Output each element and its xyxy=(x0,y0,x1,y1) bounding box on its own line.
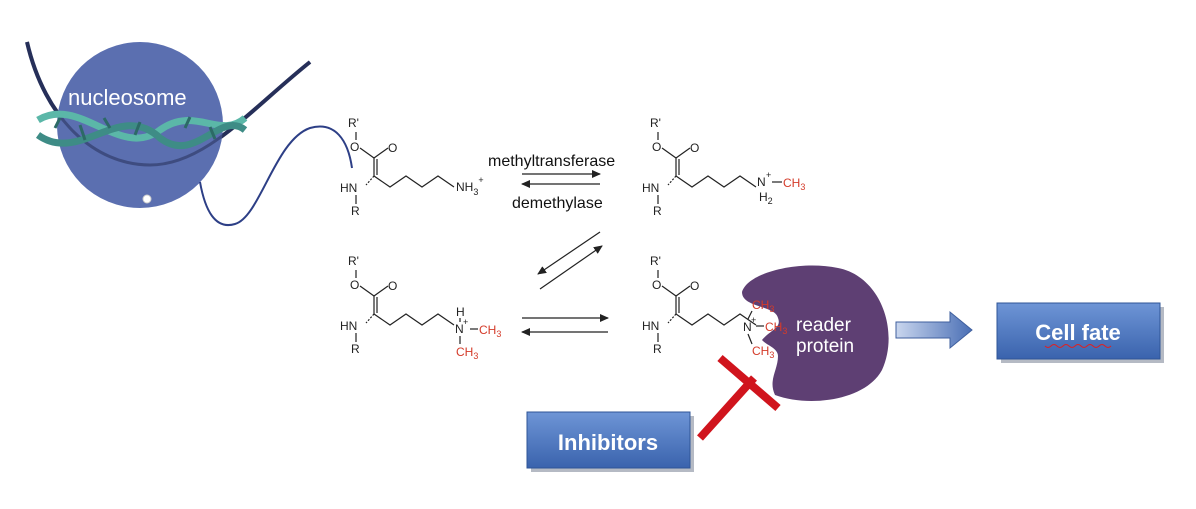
reader-label-line2: protein xyxy=(796,336,854,357)
svg-text:CH3: CH3 xyxy=(752,298,774,314)
reaction-arrows-diagonal xyxy=(537,231,603,290)
svg-text:CH3: CH3 xyxy=(765,320,787,336)
svg-text:N: N xyxy=(743,320,752,334)
svg-text:CH3: CH3 xyxy=(752,344,774,360)
svg-text:+: + xyxy=(463,317,468,327)
svg-text:N: N xyxy=(455,322,464,336)
spellcheck-underline xyxy=(1044,344,1112,348)
reader-protein-shape xyxy=(742,265,889,402)
reaction-arrows-top: methyltransferase demethylase xyxy=(488,153,615,212)
inhibitors-label: Inhibitors xyxy=(558,430,658,455)
nucleosome-label: nucleosome xyxy=(68,85,187,110)
cell-fate-label: Cell fate xyxy=(1035,320,1121,345)
cell-fate-box: Cell fate xyxy=(996,302,1164,363)
reader-label-line1: reader xyxy=(796,315,852,336)
arrow-to-cell-fate xyxy=(895,310,973,350)
histone-tail xyxy=(199,125,353,227)
methyltransferase-label: methyltransferase xyxy=(488,153,615,170)
svg-text:N: N xyxy=(757,175,766,189)
dna-helix-icon xyxy=(35,110,248,149)
demethylase-label: demethylase xyxy=(512,195,603,212)
inhibitors-box: Inhibitors xyxy=(526,411,694,472)
reaction-arrows-bottom xyxy=(521,314,609,336)
svg-text:+: + xyxy=(766,170,771,180)
svg-text:CH3: CH3 xyxy=(479,323,501,339)
svg-text:H: H xyxy=(456,305,465,319)
lysine-unmethylated: NH3+ xyxy=(339,115,484,219)
svg-text:+: + xyxy=(751,315,756,325)
svg-text:NH3+: NH3+ xyxy=(456,175,484,197)
lysine-monomethyl: N + CH3 H2 xyxy=(641,115,805,219)
reader-protein: reader protein xyxy=(742,265,889,402)
svg-text:H2: H2 xyxy=(759,190,773,206)
nucleosome: nucleosome xyxy=(25,41,353,227)
inhibitor-bar xyxy=(697,354,781,441)
tail-anchor xyxy=(142,194,152,204)
svg-text:CH3: CH3 xyxy=(456,345,478,361)
lysine-dimethyl: H N + CH3 CH3 xyxy=(339,253,501,361)
lysine-trimethyl: N + CH3 CH3 CH3 xyxy=(641,253,787,360)
svg-text:CH3: CH3 xyxy=(783,176,805,192)
